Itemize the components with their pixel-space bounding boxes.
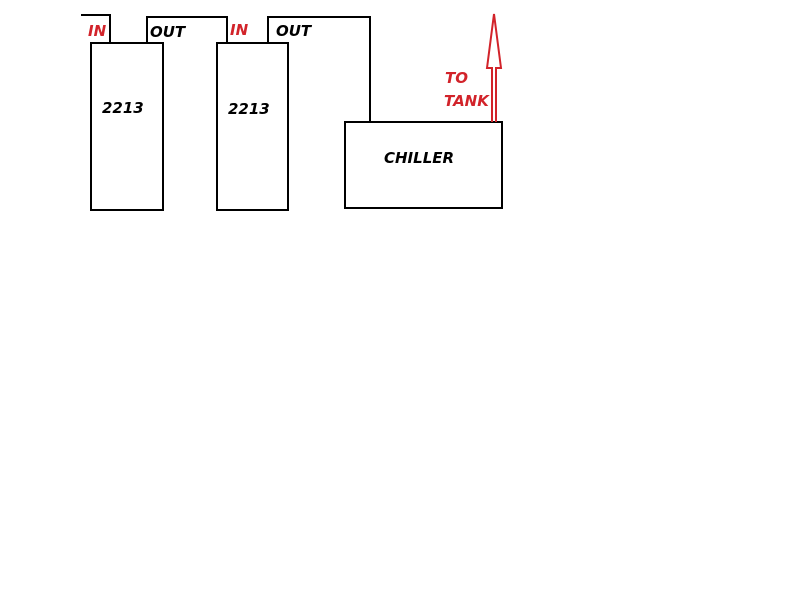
canister-2-in-label: IN bbox=[230, 21, 249, 39]
canister-2-label: 2213 bbox=[228, 100, 270, 118]
canister-2-out-label: OUT bbox=[276, 22, 313, 40]
to-tank-label-line-2: TANK bbox=[444, 92, 490, 110]
to-tank-label-line-1: TO bbox=[445, 69, 468, 87]
inlet-pipe bbox=[81, 14, 111, 43]
canister-1: 2213 IN OUT bbox=[88, 22, 187, 211]
canister-1-in-label: IN bbox=[88, 22, 107, 40]
to-tank-arrow bbox=[485, 13, 503, 122]
pipe-canister-2-to-chiller bbox=[267, 16, 371, 122]
pipe-canister-1-to-canister-2 bbox=[146, 16, 228, 43]
canister-2-body bbox=[216, 42, 289, 211]
chiller-body bbox=[344, 121, 503, 209]
chiller: CHILLER bbox=[344, 121, 503, 209]
chiller-label: CHILLER bbox=[384, 149, 454, 167]
canister-1-out-label: OUT bbox=[150, 23, 187, 41]
canister-1-label: 2213 bbox=[102, 99, 144, 117]
canister-1-body bbox=[90, 42, 164, 211]
canister-2: 2213 IN OUT bbox=[216, 21, 313, 211]
